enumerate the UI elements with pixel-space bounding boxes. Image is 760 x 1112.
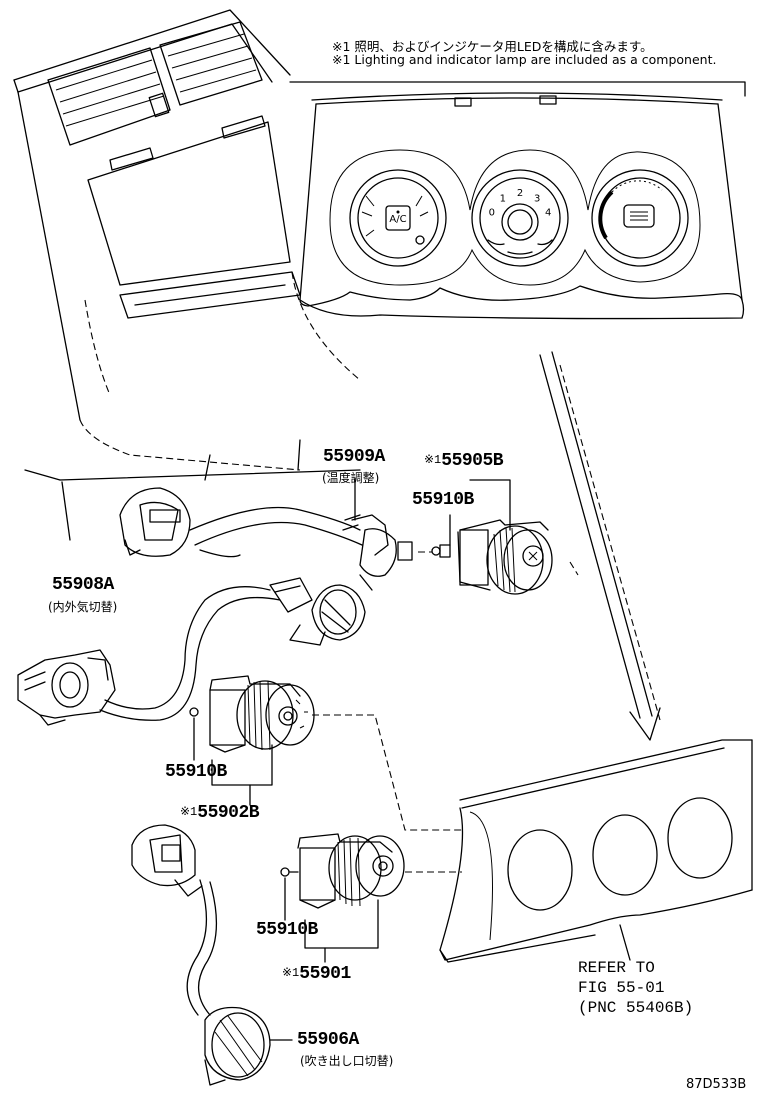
figure-code: 87D533B (686, 1077, 747, 1092)
part-prefix-55902B: ※1 (180, 805, 198, 819)
part-desc-55906A: (吹き出し口切替) (300, 1054, 394, 1068)
part-desc-55908A: (内外気切替) (48, 600, 118, 614)
part-prefix-55901: ※1 (282, 966, 300, 980)
assembly-arrow (539, 351, 661, 741)
part-label-55902B: 55902B (197, 803, 260, 823)
dial-ac-label: A/C (389, 214, 406, 225)
part-number-55910B-mid[interactable]: 55910B (165, 762, 227, 782)
fan-digit-4: 4 (545, 208, 551, 219)
part-label-55905B: 55905B (441, 451, 504, 471)
part-number-55902B[interactable]: ※155902B (180, 803, 260, 823)
part-number-55905B[interactable]: ※155905B (424, 451, 504, 471)
reference-line-1: REFER TO (578, 959, 655, 977)
cable-55909A (119, 487, 432, 591)
part-label-55901: 55901 (299, 964, 351, 984)
fan-digit-3: 3 (534, 193, 540, 204)
fan-digit-0: 0 (489, 208, 495, 219)
part-number-55909A[interactable]: 55909A (323, 447, 385, 467)
bezel-panel (439, 739, 753, 963)
part-number-55910B-top[interactable]: 55910B (412, 490, 474, 510)
cable-55906A (131, 824, 293, 1086)
part-number-55908A[interactable]: 55908A (52, 575, 114, 595)
part-desc-55909A: (温度調整) (322, 471, 380, 485)
part-number-55906A[interactable]: 55906A (297, 1030, 359, 1050)
note-jp: ※1 照明、およびインジケータ用LEDを構成に含みます。 (332, 39, 653, 54)
note-en: ※1 Lighting and indicator lamp are inclu… (332, 52, 717, 67)
part-number-55901[interactable]: ※155901 (282, 964, 351, 984)
heater-knob-55902B (189, 675, 462, 831)
dashboard-outline (13, 9, 361, 541)
fan-digit-1: 1 (500, 193, 506, 204)
reference-line-3: (PNC 55406B) (578, 999, 694, 1017)
fan-digit-2: 2 (517, 188, 523, 199)
cable-55908A (17, 577, 366, 726)
heater-knob-55905B (431, 519, 579, 595)
reference-note[interactable]: REFER TO FIG 55-01 (PNC 55406B) (578, 958, 693, 1018)
part-prefix-55905B: ※1 (424, 453, 442, 467)
reference-line-2: FIG 55-01 (578, 979, 665, 997)
part-number-55910B-bottom[interactable]: 55910B (256, 920, 318, 940)
heater-knob-55901 (280, 833, 462, 909)
